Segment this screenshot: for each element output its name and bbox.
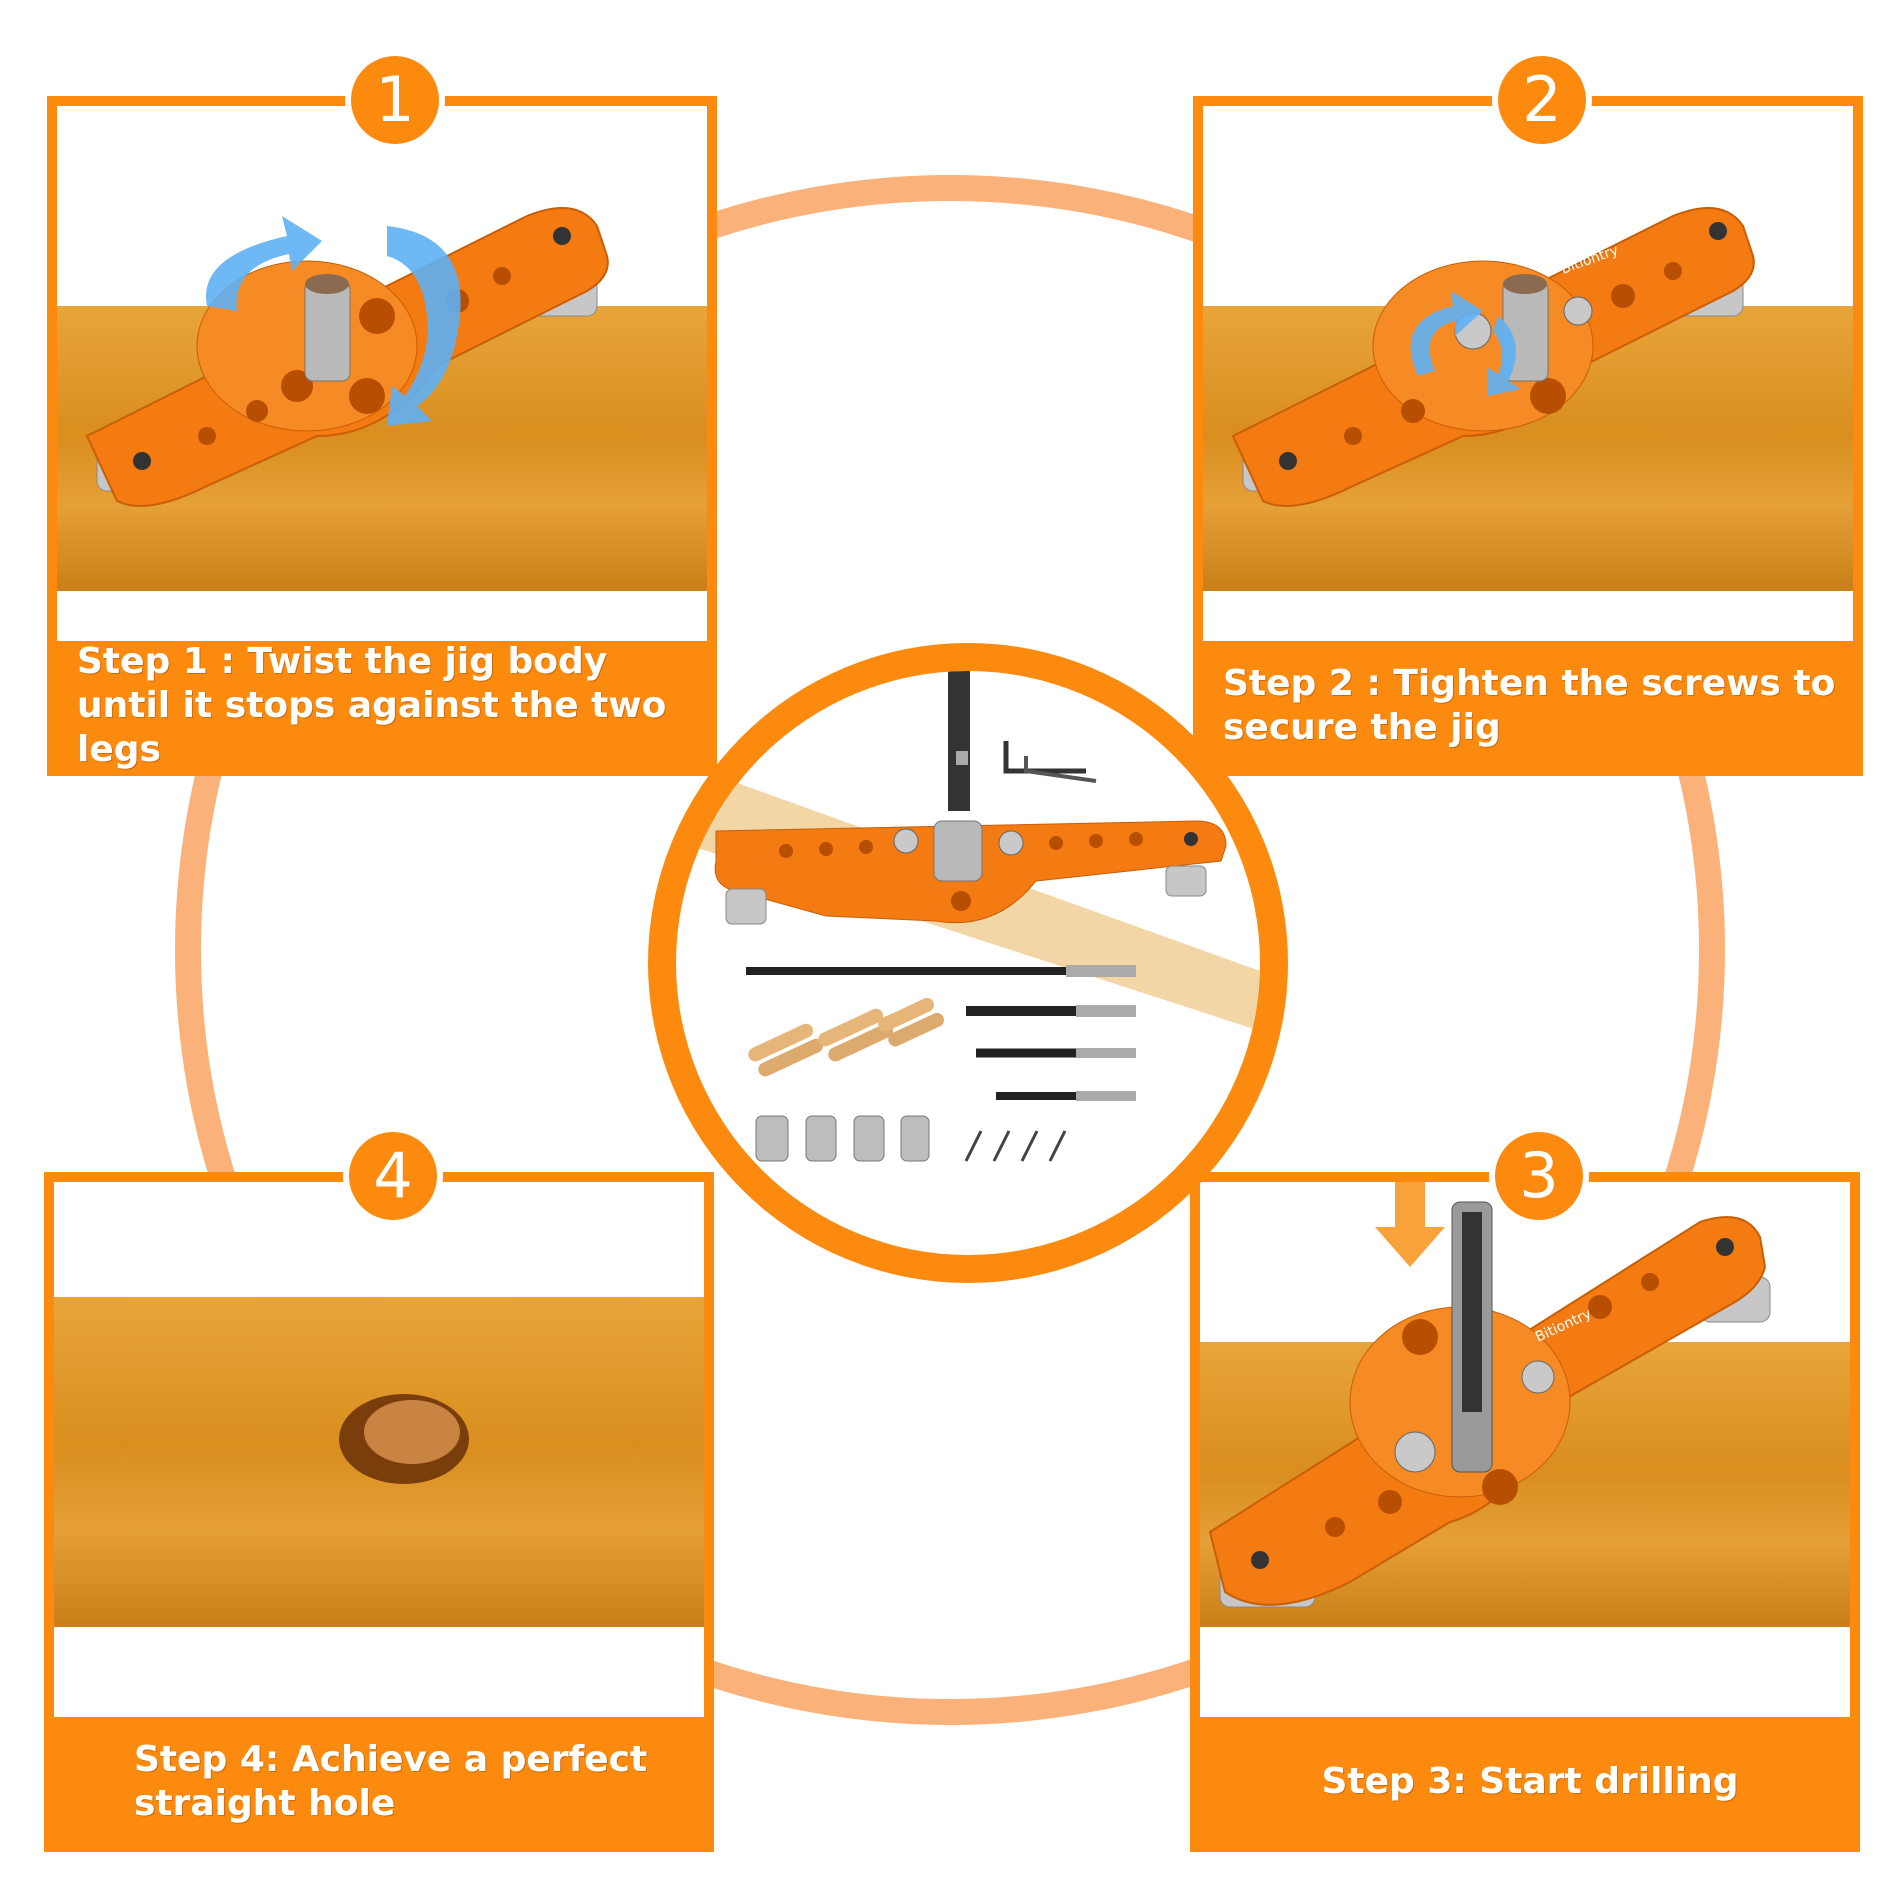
rotate-arrow-icon xyxy=(1488,316,1521,396)
rotate-arrow-icon xyxy=(387,226,461,426)
wood-dowels xyxy=(748,997,944,1077)
jig-leg xyxy=(1165,865,1207,897)
step-3-panel: Bitiontry Step 3: Start drilling xyxy=(1190,1172,1860,1852)
drill-bushing-top xyxy=(1503,274,1547,294)
guide-hole xyxy=(1482,1469,1518,1505)
step-4-badge: 4 xyxy=(343,1126,443,1226)
drill-bit-shank xyxy=(1076,1005,1136,1017)
jig-screw-icon xyxy=(133,452,151,470)
drill-bushings xyxy=(755,1115,930,1162)
guide-hole xyxy=(779,844,793,858)
guide-hole xyxy=(198,427,216,445)
screw-icon xyxy=(893,828,919,854)
rotate-arrow-icon xyxy=(1410,291,1483,376)
step-1-panel: Bitiontry Step 1 : Twist the jig body un… xyxy=(47,96,717,776)
step-1-number: 1 xyxy=(351,56,439,144)
guide-hole xyxy=(359,298,395,334)
step-3-number: 3 xyxy=(1495,1132,1583,1220)
step-1-photo: Bitiontry xyxy=(57,106,707,641)
drill-bit-shank xyxy=(1076,1091,1136,1101)
auger-drill-bit-shank xyxy=(1066,965,1136,977)
step-3-caption: Step 3: Start drilling xyxy=(1321,1761,1739,1802)
jig-leg xyxy=(725,888,767,925)
guide-hole xyxy=(1378,1490,1402,1514)
doweling-jig-illustration: Bitiontry xyxy=(85,207,609,507)
step-2-photo: Bitiontry xyxy=(1203,106,1853,641)
product-kit-photo: Bitiontry xyxy=(676,671,1260,1255)
guide-hole xyxy=(246,400,268,422)
screws xyxy=(964,1130,1067,1162)
jig-screw-icon xyxy=(1279,452,1297,470)
guide-hole xyxy=(1129,832,1143,846)
step-4-number: 4 xyxy=(349,1132,437,1220)
drill-bit-flute xyxy=(1462,1212,1482,1412)
step-1-badge: 1 xyxy=(345,50,445,150)
drill-bit-shank xyxy=(1076,1048,1136,1058)
auger-bit xyxy=(948,671,970,811)
guide-hole xyxy=(1402,1319,1438,1355)
guide-hole xyxy=(1049,836,1063,850)
step-2-caption: Step 2 : Tighten the screws to secure th… xyxy=(1223,663,1836,748)
step-3-badge: 3 xyxy=(1489,1126,1589,1226)
jig-screw-icon xyxy=(1709,222,1727,240)
down-arrow-icon xyxy=(1375,1182,1445,1267)
jig-screw-icon xyxy=(1251,1551,1269,1569)
jig-screw-icon xyxy=(1716,1238,1734,1256)
step-2-panel: Bitiontry Step 2 : Tighten the screws to… xyxy=(1193,96,1863,776)
guide-hole xyxy=(1089,834,1103,848)
guide-hole xyxy=(1344,427,1362,445)
guide-hole xyxy=(819,842,833,856)
step-3-photo: Bitiontry xyxy=(1200,1182,1850,1717)
step-4-caption: Step 4: Achieve a perfect straight hole xyxy=(134,1739,648,1824)
product-kit-circle: Bitiontry xyxy=(648,643,1288,1283)
screw-icon xyxy=(1394,1431,1436,1473)
step-2-badge: 2 xyxy=(1492,50,1592,150)
guide-hole xyxy=(349,378,385,414)
auger-bit-flute xyxy=(956,751,968,765)
guide-hole xyxy=(493,267,511,285)
drilled-hole-bottom xyxy=(364,1400,460,1464)
guide-hole xyxy=(1664,262,1682,280)
step-4-panel: Step 4: Achieve a perfect straight hole xyxy=(44,1172,714,1852)
guide-hole xyxy=(1611,284,1635,308)
product-kit-illustration: Bitiontry xyxy=(676,671,1260,1162)
guide-hole xyxy=(1325,1517,1345,1537)
guide-hole xyxy=(859,840,873,854)
guide-hole xyxy=(1588,1295,1612,1319)
step-4-photo xyxy=(54,1182,704,1717)
drilled-hole-illustration xyxy=(339,1394,469,1484)
step-1-caption: Step 1 : Twist the jig body until it sto… xyxy=(77,641,667,770)
screw-icon xyxy=(998,830,1024,856)
rotate-arrow-icon xyxy=(206,216,322,311)
guide-hole xyxy=(1401,399,1425,423)
brand-label: Bitiontry xyxy=(976,810,1032,825)
screw-icon xyxy=(1521,1360,1555,1394)
guide-hole xyxy=(951,891,971,911)
doweling-jig-illustration: Bitiontry xyxy=(1231,207,1755,507)
jig-screw-icon xyxy=(1184,832,1198,846)
drill-bushing-top xyxy=(305,274,349,294)
hex-key-icon xyxy=(1024,756,1097,783)
drill-bushing xyxy=(933,820,983,882)
jig-screw-icon xyxy=(553,227,571,245)
guide-hole xyxy=(1530,378,1566,414)
step-2-number: 2 xyxy=(1498,56,1586,144)
hex-key-icon xyxy=(1003,741,1086,774)
drill-bushing xyxy=(304,280,351,382)
screw-icon xyxy=(1563,296,1593,326)
guide-hole xyxy=(1641,1273,1659,1291)
doweling-jig-illustration: Bitiontry xyxy=(1208,1182,1771,1608)
guide-hole xyxy=(281,370,313,402)
